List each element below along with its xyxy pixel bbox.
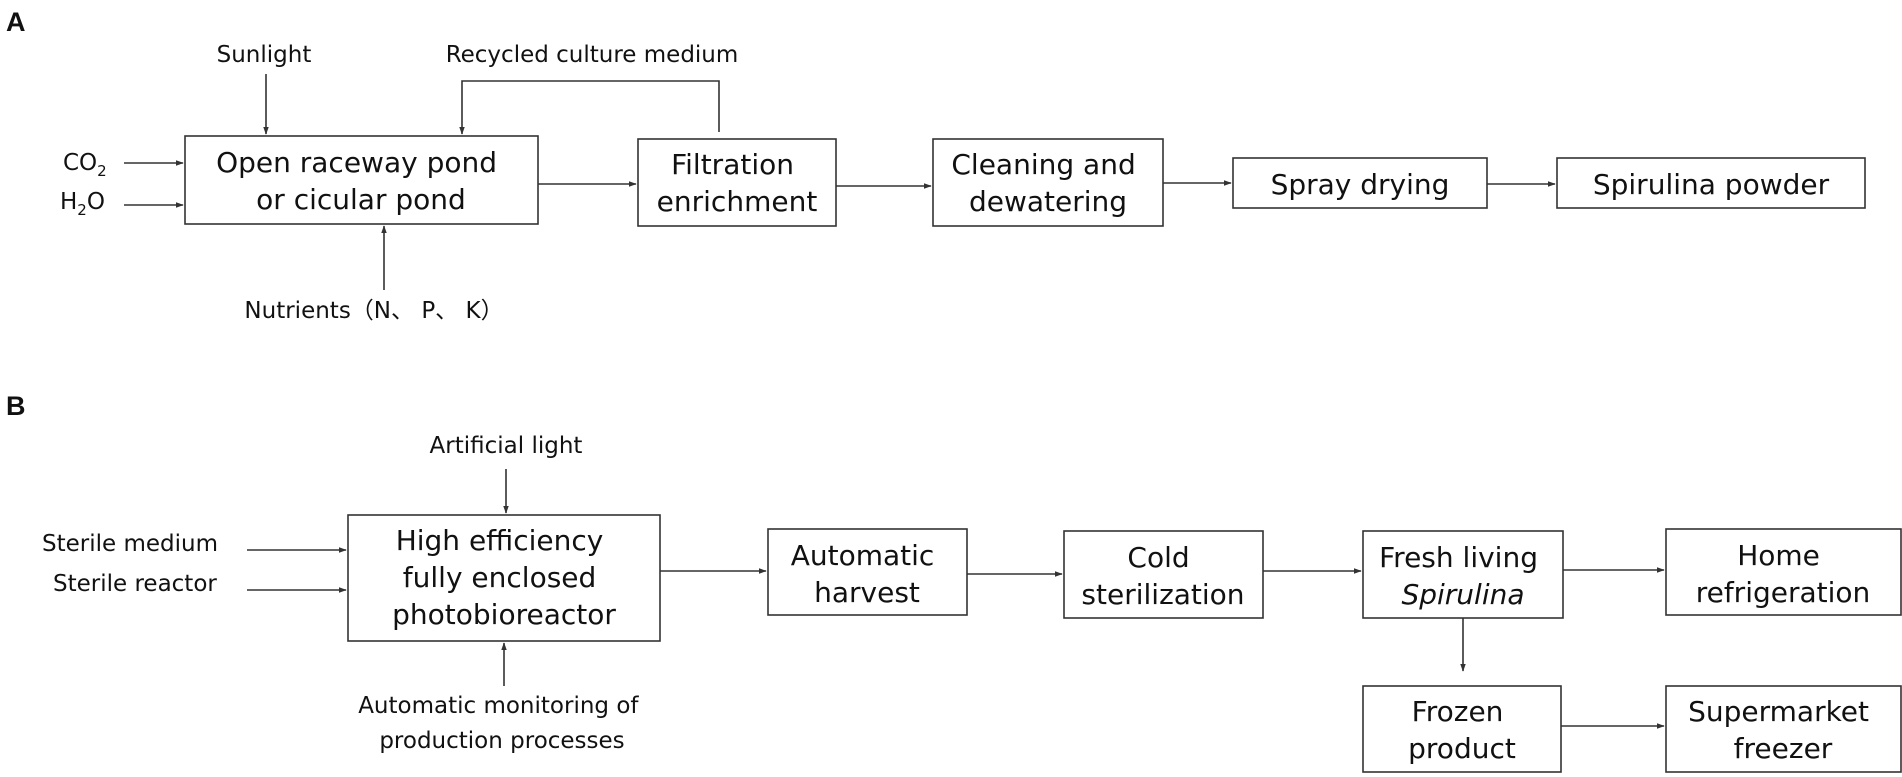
monitoring-line-1: Automatic monitoring of [358,693,639,719]
recycled-medium-label: Recycled culture medium [446,42,739,68]
pond-line-2: or cicular pond [256,183,466,216]
cold-sterilization-box [1063,530,1264,619]
automatic-harvest-line-2: harvest [814,576,920,609]
frozen-product-box-text: Frozen product [1408,695,1516,765]
automatic-harvest-box [767,528,968,616]
home-refrigeration-box-text: Home refrigeration [1696,539,1871,609]
spray-box [1232,157,1488,209]
cleaning-box [932,138,1164,227]
monitoring-label: Automatic monitoring of production proce… [358,693,646,754]
h2o-subscript: 2 [77,201,87,219]
cold-sterilization-line-2: sterilization [1081,578,1244,611]
photobioreactor-line-1: High efficiency [396,524,604,557]
pond-line-1: Open raceway pond [216,146,497,179]
supermarket-freezer-box-text: Supermarket freezer [1688,695,1878,765]
photobioreactor-line-3: photobioreactor [392,598,616,631]
filtration-box [637,138,837,227]
nutrients-label: Nutrients（N、 P、 K） [244,298,503,324]
pond-box [184,135,539,225]
pond-box-text: Open raceway pond or cicular pond [216,146,506,216]
photobioreactor-box-text: High efficiency fully enclosed photobior… [392,524,616,631]
home-refrigeration-line-1: Home [1737,539,1820,572]
co2-subscript: 2 [97,162,107,180]
photobioreactor-box [347,514,661,642]
cleaning-box-text: Cleaning and dewatering [951,148,1144,218]
cleaning-line-2: dewatering [969,185,1127,218]
sterile-reactor-label: Sterile reactor [53,571,217,597]
monitoring-line-2: production processes [379,728,624,754]
fresh-spirulina-line-1: Fresh living [1379,541,1538,574]
supermarket-freezer-line-1: Supermarket [1688,695,1869,728]
supermarket-freezer-box [1665,685,1902,773]
frozen-product-line-2: product [1408,732,1516,765]
automatic-harvest-box-text: Automatic harvest [791,539,944,609]
spray-box-text: Spray drying [1271,168,1450,201]
panel-a-label: A [6,7,26,37]
filtration-line-2: enrichment [657,185,818,218]
frozen-product-box [1362,685,1562,773]
automatic-harvest-line-1: Automatic [791,539,935,572]
frozen-product-line-1: Frozen [1412,695,1504,728]
h2o-o: O [87,189,105,215]
sunlight-label: Sunlight [217,42,312,68]
filtration-line-1: Filtration [671,148,794,181]
cold-sterilization-line-1: Cold [1127,541,1189,574]
h2o-h: H [60,189,77,215]
h2o-label: H2O [60,189,105,219]
fresh-spirulina-line-2: Spirulina [1401,578,1524,611]
artificial-light-label: Artificial light [430,433,583,459]
filtration-box-text: Filtration enrichment [657,148,818,218]
cold-sterilization-box-text: Cold sterilization [1081,541,1244,611]
powder-box [1556,157,1866,209]
sterile-medium-label: Sterile medium [42,531,218,557]
photobioreactor-line-2: fully enclosed [403,561,597,594]
panel-b-label: B [6,391,26,421]
recycled-medium-arrow [459,80,720,135]
co2-base: CO [63,150,97,176]
co2-label: CO2 [63,150,107,180]
supermarket-freezer-line-2: freezer [1734,732,1833,765]
home-refrigeration-line-2: refrigeration [1696,576,1871,609]
powder-box-text: Spirulina powder [1593,168,1830,201]
cleaning-line-1: Cleaning and [951,148,1135,181]
fresh-spirulina-box-text: Fresh living Spirulina [1379,541,1547,611]
home-refrigeration-box [1665,528,1902,616]
